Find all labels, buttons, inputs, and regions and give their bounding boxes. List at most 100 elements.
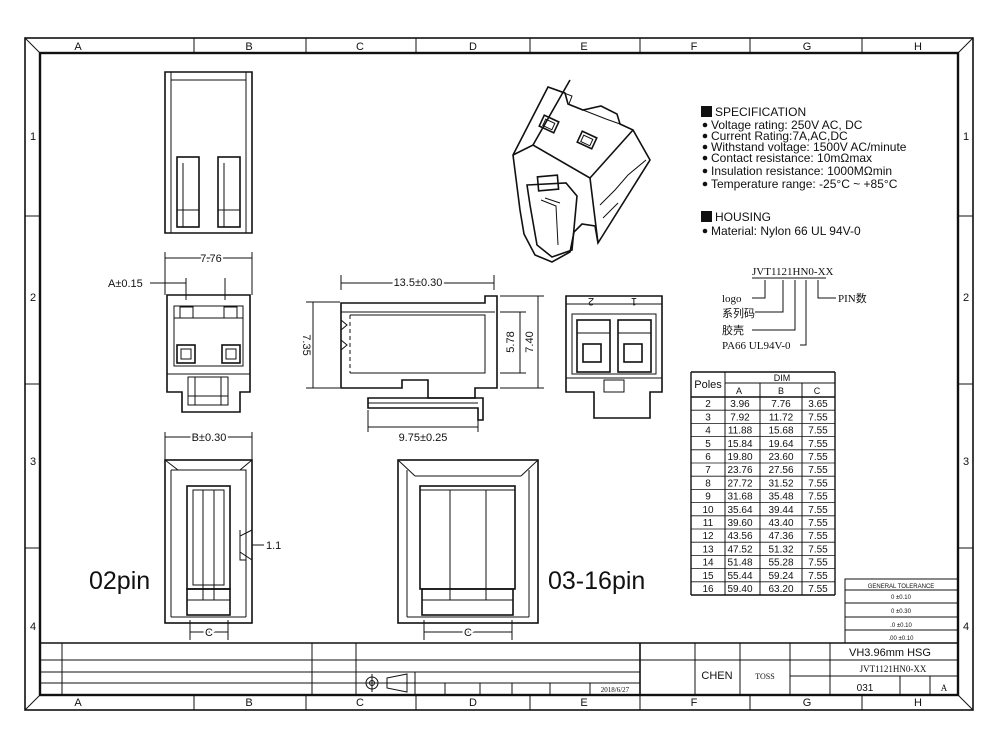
table-cell: 7.55 — [808, 439, 828, 450]
label-03-16pin: 03-16pin — [548, 567, 645, 595]
table-cell-poles: 4 — [705, 426, 711, 437]
spec-item: Withstand voltage: 1500V AC/minute — [711, 140, 907, 154]
column-label: A — [74, 41, 82, 53]
column-label: A — [74, 697, 82, 709]
table-cell: 27.56 — [768, 465, 793, 476]
dimension-tolerance-a: A±0.15 — [108, 278, 143, 290]
spec-item: Insulation resistance: 1000MΩmin — [711, 164, 892, 178]
table-cell: 7.55 — [808, 558, 828, 569]
part-code-housing: 胶壳 — [722, 323, 744, 337]
table-cell-poles: 13 — [702, 544, 714, 555]
table-cell-poles: 10 — [702, 505, 714, 516]
row-label: 3 — [30, 456, 36, 468]
drawn-by: CHEN — [701, 670, 732, 682]
dimension-length: 13.5±0.30 — [394, 277, 443, 289]
table-cell: 39.44 — [768, 505, 793, 516]
table-cell: 51.48 — [727, 558, 752, 569]
table-cell: 7.76 — [771, 399, 791, 410]
table-cell: 7.55 — [808, 571, 828, 582]
column-label: D — [469, 41, 477, 53]
spec-item: Current Rating:7A,AC,DC — [711, 129, 848, 143]
tolerance-row: .0 ±0.10 — [890, 623, 912, 629]
table-cell: 7.55 — [808, 584, 828, 595]
title-block — [40, 642, 958, 695]
table-cell: 7.92 — [730, 412, 750, 423]
table-cell: 3.65 — [808, 399, 828, 410]
table-cell: 7.55 — [808, 478, 828, 489]
row-label: 2 — [30, 292, 36, 304]
row-labels-left: 1 2 3 4 — [30, 131, 36, 633]
side-view — [306, 275, 544, 432]
dimension-pin-length: 9.75±0.25 — [399, 432, 448, 444]
table-cell: 47.52 — [727, 544, 752, 555]
dimension-height-right: 7.40 — [524, 331, 536, 352]
table-cell: 43.40 — [768, 518, 793, 529]
table-cell: 39.60 — [727, 518, 752, 529]
table-cell: 47.36 — [768, 531, 793, 542]
column-label: B — [245, 697, 252, 709]
column-label: H — [914, 697, 922, 709]
column-label: E — [580, 41, 587, 53]
table-cell-poles: 8 — [705, 478, 711, 489]
part-code-pin-count: PIN数 — [838, 292, 867, 305]
table-cell: 23.76 — [727, 465, 752, 476]
column-label: G — [803, 697, 812, 709]
tolerance-title: GENERAL TOLERANCE — [868, 584, 935, 590]
table-cell: 3.96 — [730, 399, 750, 410]
table-cell: 51.32 — [768, 544, 793, 555]
column-labels-bottom: A B C D E F G H — [74, 697, 922, 709]
part-code-material: PA66 UL94V-0 — [722, 340, 791, 352]
table-cell: 7.55 — [808, 518, 828, 529]
table-cell: 59.40 — [727, 584, 752, 595]
table-cell: 19.80 — [727, 452, 752, 463]
frame-ticks — [25, 38, 973, 710]
column-label: D — [469, 697, 477, 709]
end-view — [565, 295, 663, 419]
table-cell-poles: 5 — [705, 439, 711, 450]
table-cell: 35.48 — [768, 492, 793, 503]
part-code-logo: logo — [722, 293, 742, 305]
table-cell: 7.55 — [808, 426, 828, 437]
bullet-icon — [702, 181, 708, 187]
table-cell: 7.55 — [808, 452, 828, 463]
dimension-c-left: C — [205, 627, 213, 639]
table-col-header: B — [778, 386, 784, 396]
column-labels-top: A B C D E F G H — [74, 41, 922, 53]
dimension-width-top: 7.76 — [200, 253, 221, 265]
housing-material: Material: Nylon 66 UL 94V-0 — [711, 224, 861, 238]
row-label: 2 — [963, 292, 969, 304]
table-cell: 11.72 — [769, 412, 794, 423]
column-label: E — [580, 697, 587, 709]
bullet-icon — [702, 122, 708, 128]
table-cell: 15.84 — [727, 439, 752, 450]
front-view — [150, 252, 253, 413]
part-number: JVT1121HN0-XX — [860, 664, 927, 674]
part-code: JVT1121HN0-XX — [752, 266, 834, 278]
table-cell: 15.68 — [768, 426, 793, 437]
bullet-icon — [702, 144, 708, 150]
tolerance-row: 0 ±0.30 — [891, 609, 912, 615]
table-col-header: C — [814, 386, 821, 396]
table-cell: 23.60 — [768, 452, 793, 463]
table-cell-poles: 14 — [702, 558, 714, 569]
row-label: 4 — [963, 621, 969, 633]
tolerance-row: 0 ±0.10 — [891, 595, 912, 601]
table-cell: 11.88 — [728, 426, 753, 437]
table-cell: 7.55 — [808, 505, 828, 516]
dimension-width-b: B±0.30 — [192, 432, 227, 444]
table-cell: 27.72 — [727, 478, 752, 489]
drawing-date: 2018/6/27 — [601, 686, 630, 694]
bullet-icon — [702, 168, 708, 174]
housing-title: HOUSING — [715, 210, 771, 224]
table-cell-poles: 12 — [702, 531, 714, 542]
table-cell-poles: 3 — [705, 412, 711, 423]
spec-item: Temperature range: -25°C ~ +85°C — [711, 177, 898, 191]
table-cell: 7.55 — [808, 412, 828, 423]
spec-item: Contact resistance: 10mΩmax — [711, 151, 872, 165]
table-cell-poles: 7 — [705, 465, 711, 476]
part-code-series: 系列码 — [722, 306, 755, 320]
table-cell: 31.52 — [768, 478, 793, 489]
row-label: 4 — [30, 621, 36, 633]
dimension-edge: 1.1 — [266, 540, 281, 552]
table-col-header: A — [736, 386, 742, 396]
